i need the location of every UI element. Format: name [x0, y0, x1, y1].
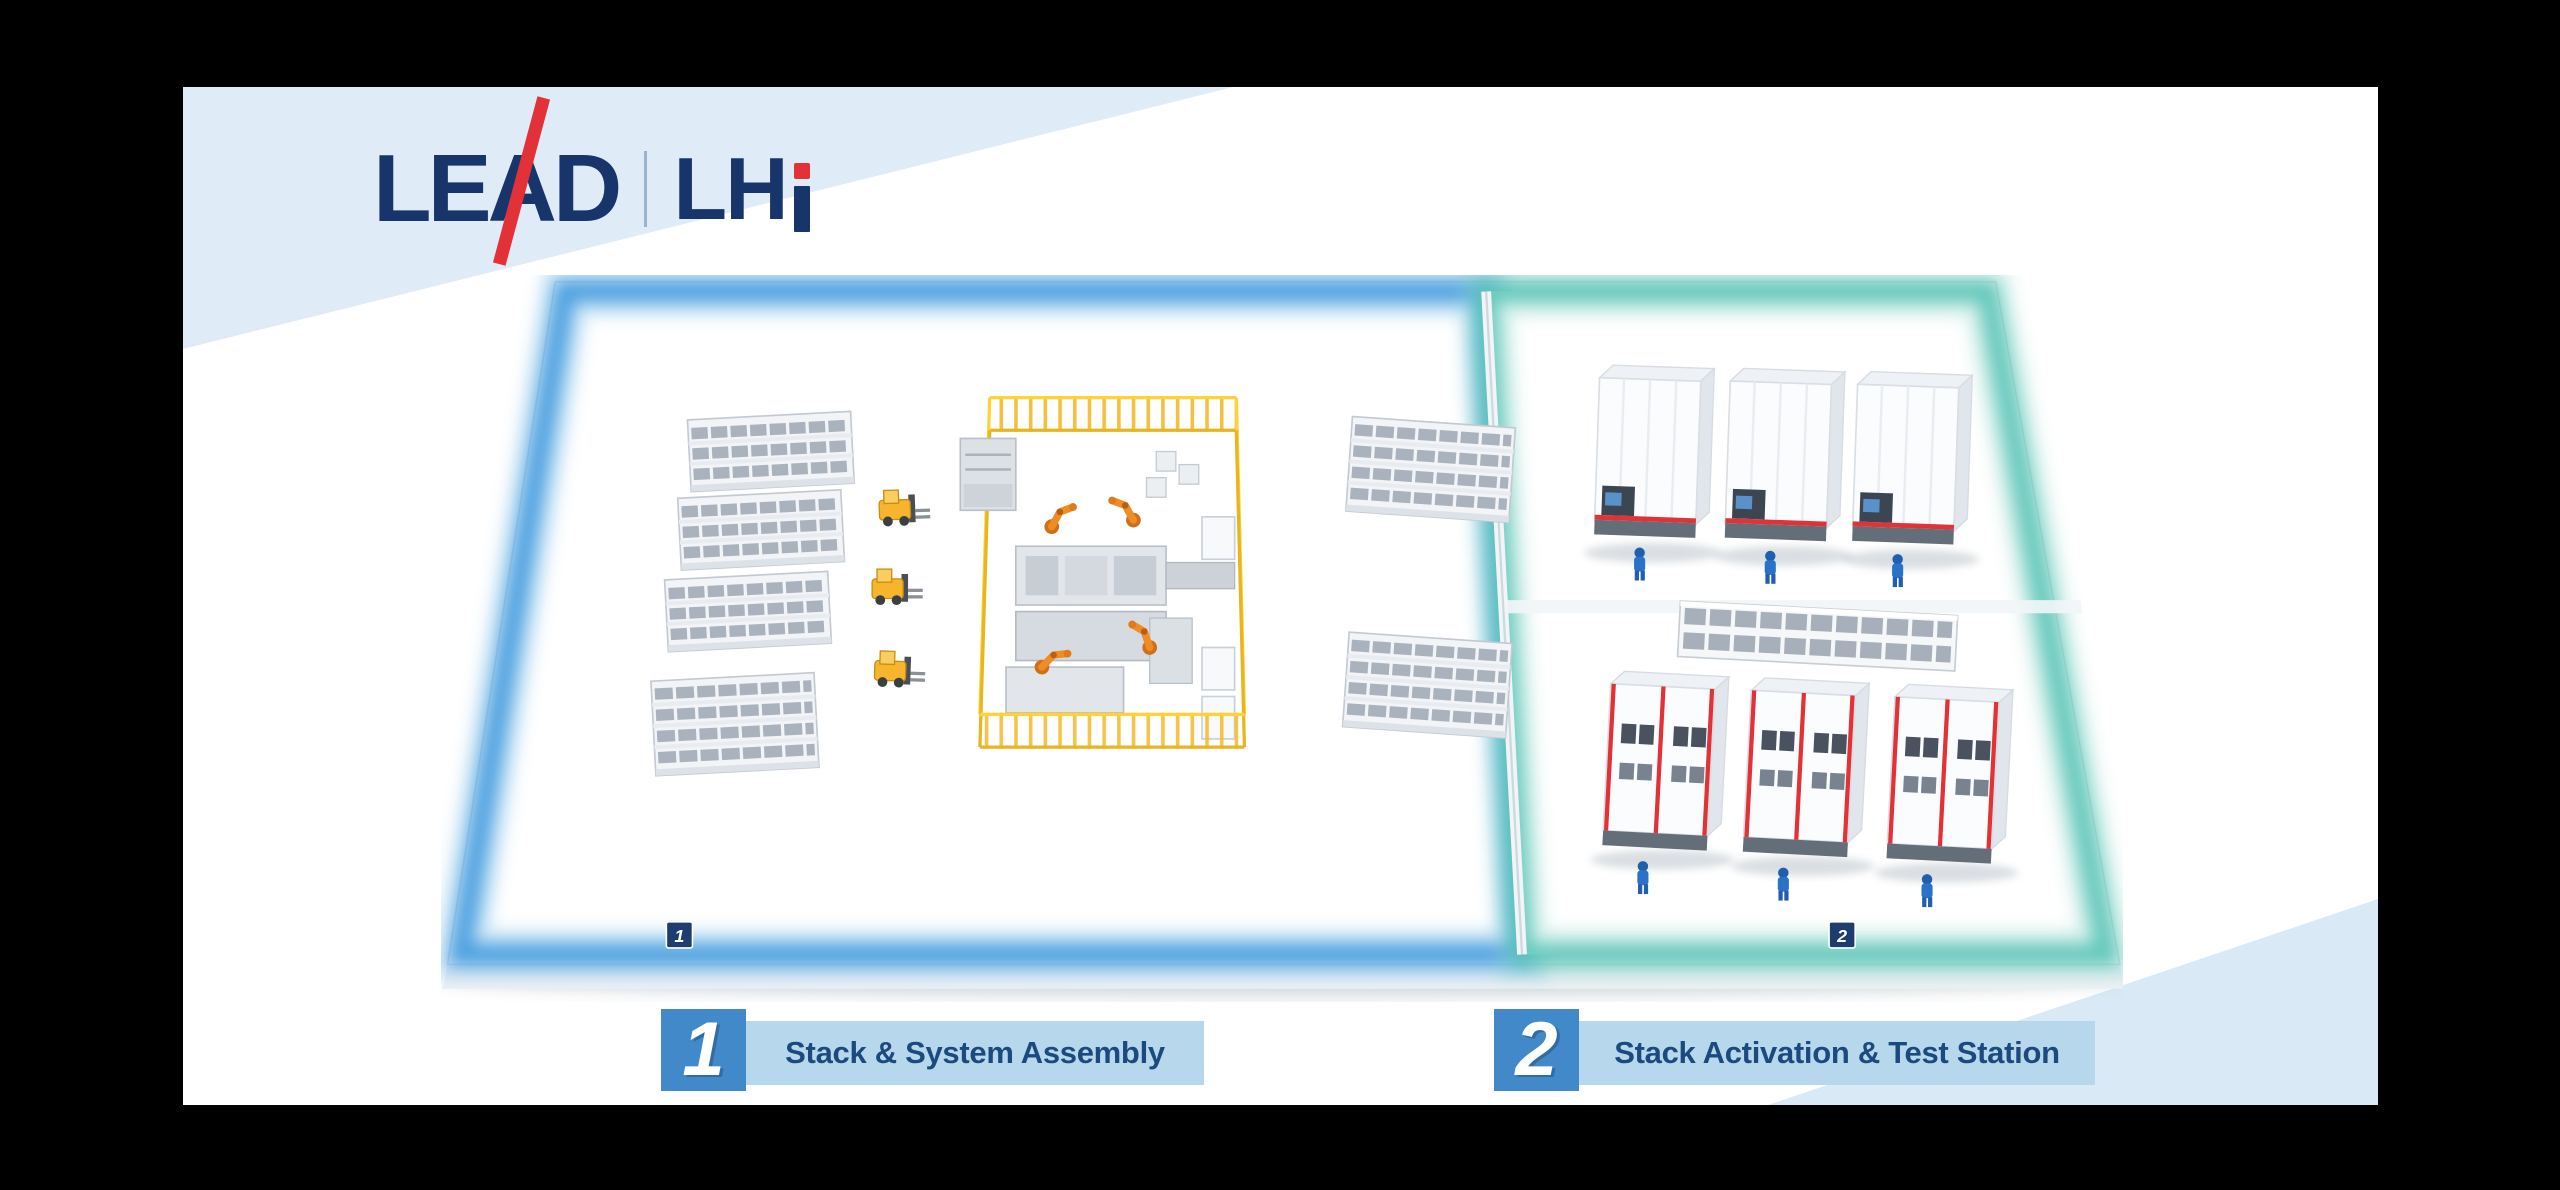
- lead-logo-text: LEAD: [373, 135, 622, 242]
- floor-badge-1-number: 1: [674, 926, 684, 946]
- legend-item-2: 2 Stack Activation & Test Station: [1494, 1009, 2095, 1091]
- legend-2-number: 2: [1494, 1009, 1579, 1091]
- legend-1-number: 1: [661, 1009, 746, 1091]
- zone2-shelf-row: [1676, 600, 1959, 672]
- header-logo-row: LEAD LH: [373, 96, 810, 266]
- factory-floorplan-illustration: 1 2: [441, 275, 2123, 997]
- legend-2-label: Stack Activation & Test Station: [1579, 1021, 2095, 1085]
- zone2-test-containers-top: [1584, 363, 1980, 588]
- lhi-i-stem: [793, 186, 810, 232]
- content-canvas: LEAD LH: [183, 87, 2378, 1105]
- floor-badge-2-number: 2: [1836, 926, 1847, 946]
- lhi-letter-i: [793, 163, 810, 232]
- logo-divider: [644, 151, 648, 227]
- lhi-logo: LH: [673, 139, 810, 238]
- legend-1-label: Stack & System Assembly: [746, 1021, 1204, 1085]
- zone2-test-containers-bottom: [1590, 669, 2019, 908]
- lhi-i-red-dot-icon: [793, 163, 810, 179]
- zone1-floor-glow: [441, 275, 1548, 979]
- legend-item-1: 1 Stack & System Assembly: [661, 1009, 1204, 1091]
- lead-logo: LEAD: [373, 96, 622, 266]
- floor-badge-2: 2: [1828, 921, 1857, 949]
- zone1-robot-cell: [959, 395, 1247, 749]
- assembly-machines: [959, 437, 1236, 740]
- lhi-logo-text: LH: [673, 139, 788, 238]
- floor-badge-1: 1: [665, 921, 694, 949]
